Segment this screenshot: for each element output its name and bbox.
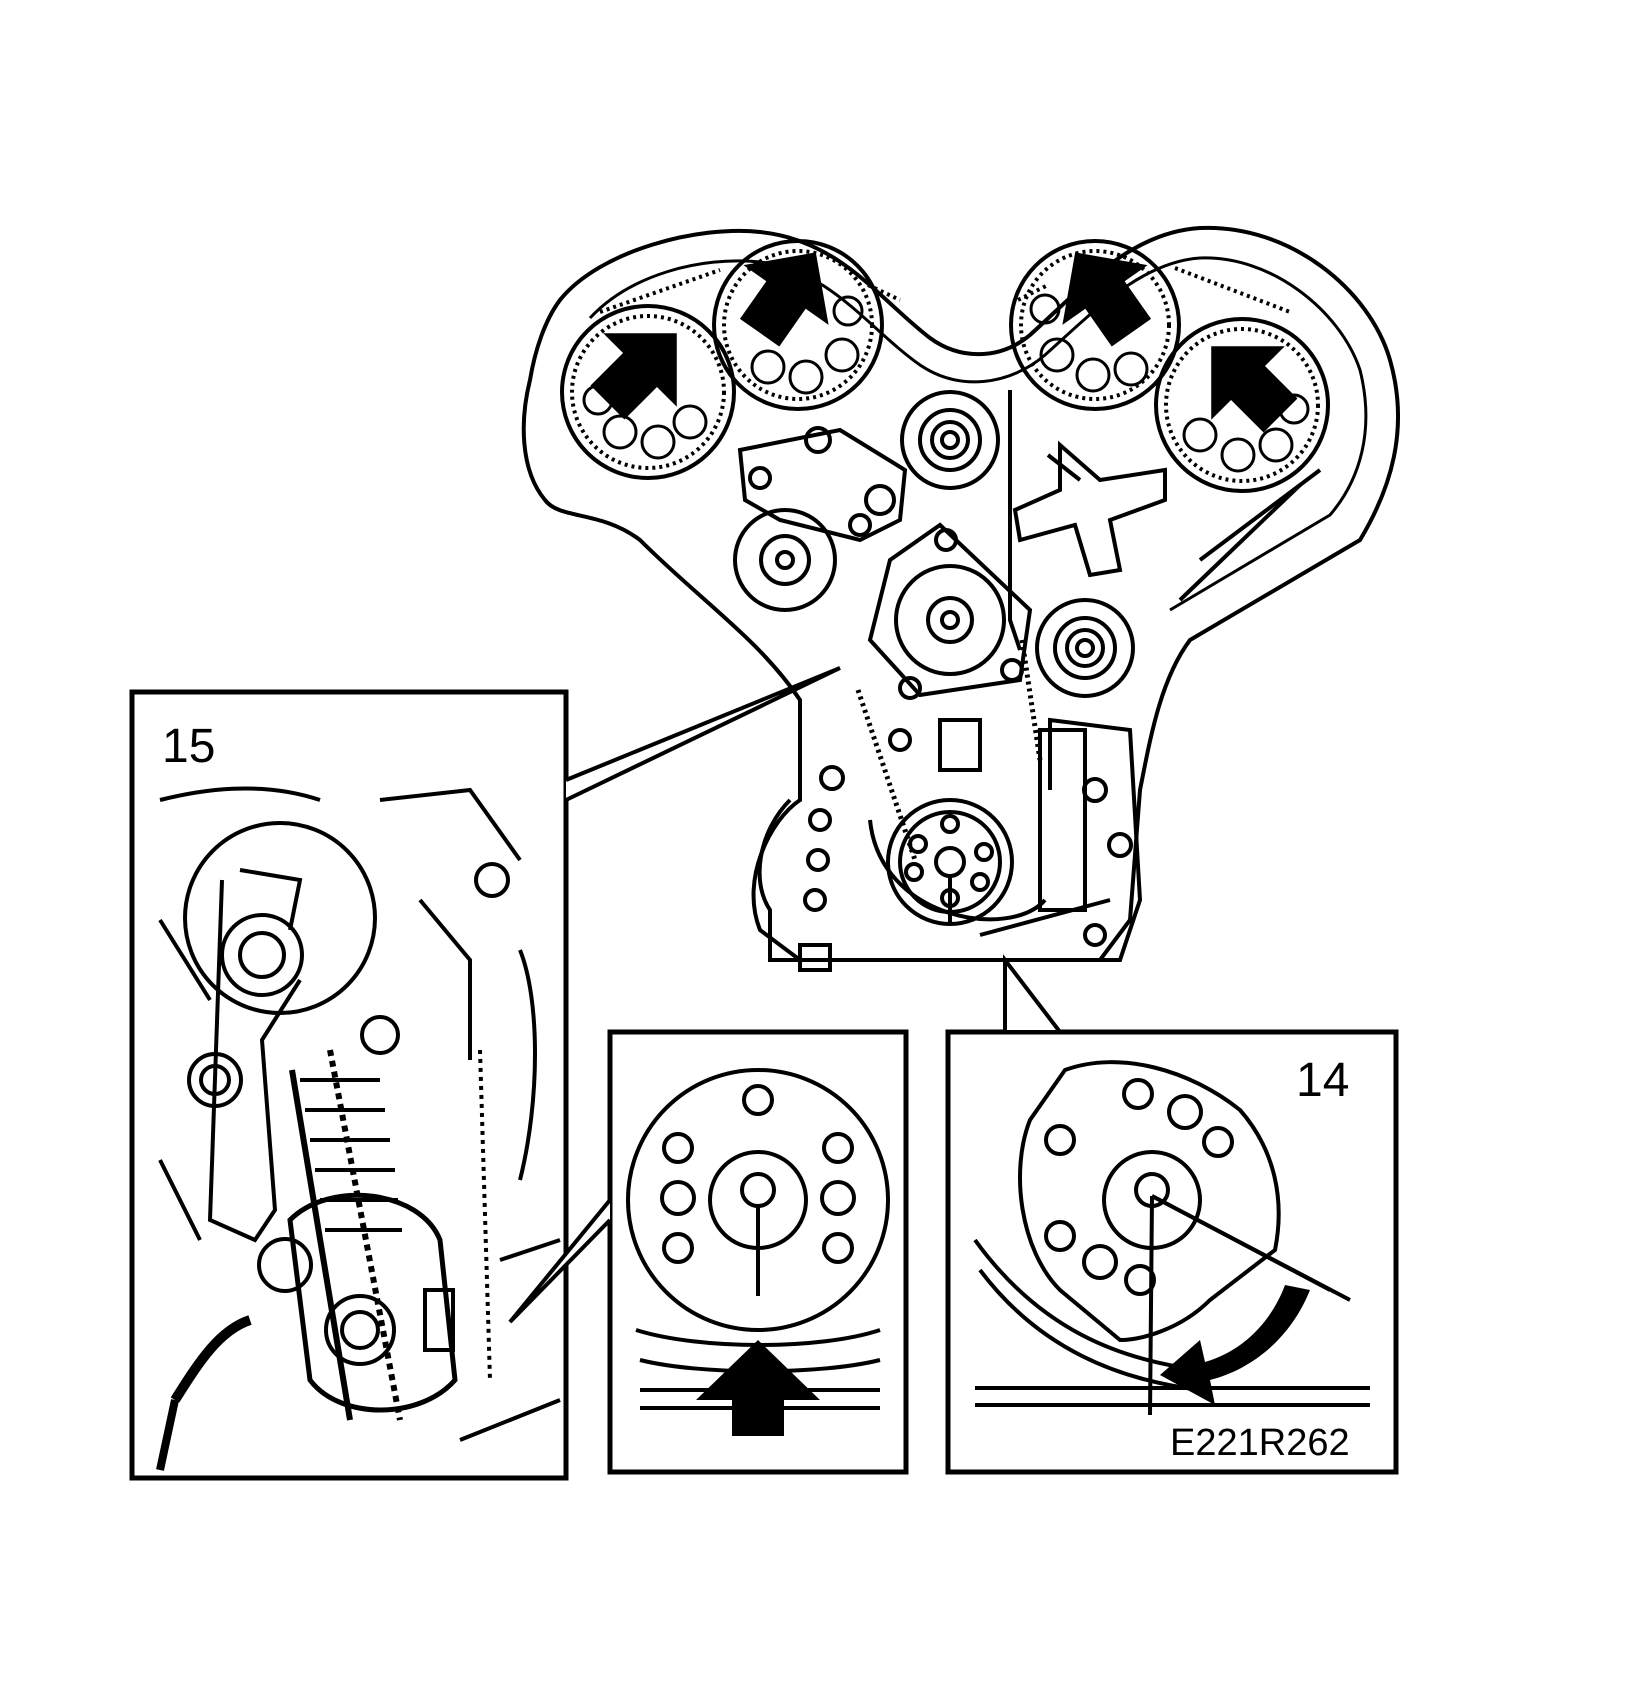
cam-cross-bracket [1012,440,1167,578]
tensioner-pulley [733,508,837,612]
inset-15-tensioner-detail [156,786,561,1471]
timing-cover-outline [521,225,1401,962]
crank-belt-loop [868,819,1111,937]
idler-pulley-right [1035,598,1135,698]
callout-15: 15 [162,720,215,773]
inset-panel-mark [508,1029,909,1475]
camshaft-sprocket-3 [1009,222,1181,411]
callout-14: 14 [1296,1054,1349,1107]
camshaft-sprocket-2 [712,222,884,411]
camshaft-sprocket-4 [1154,309,1330,493]
figure-code: E221R262 [1170,1422,1350,1464]
timing-mark-arrow [696,1340,820,1436]
center-bracket [737,426,908,543]
inset-panel-15: 15 [129,666,841,1481]
rotation-direction-arrow [1160,1285,1310,1405]
inset-14-crank-sprocket [973,1060,1370,1416]
water-pump-sprocket [867,522,1033,700]
lower-block [757,717,1143,972]
inset-panel-14: 14 E221R262 [945,954,1399,1475]
timing-belt [599,266,1322,861]
crankshaft-sprocket [886,798,1014,926]
camshaft-sprocket-1 [560,296,736,480]
idler-pulley-upper [900,390,1000,490]
